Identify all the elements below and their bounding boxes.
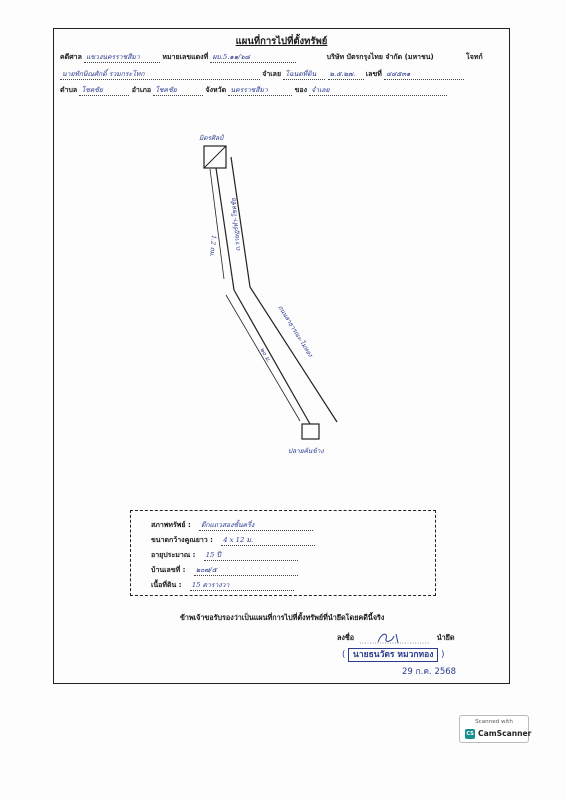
- land-area-value: 15 ตารางวา: [189, 579, 294, 591]
- property-age-row: อายุประมาณ : 15 ปี: [151, 549, 298, 561]
- property-type-label: สภาพทรัพย์ :: [151, 521, 191, 529]
- map-document-sheet: แผนที่การไปที่ตั้งทรัพย์ คดีศาล แขวงนครร…: [53, 28, 510, 684]
- house-number-label: บ้านเลขที่ :: [151, 566, 186, 574]
- map-road-1-label: ถ.ราษฎร์ทำ-โชคชัย: [229, 197, 242, 251]
- map-distance-1: 1.2 ถม.: [208, 235, 217, 257]
- document-title: แผนที่การไปที่ตั้งทรัพย์: [235, 36, 328, 47]
- header-row-2: นายทักษิณศักดิ์ รวมกระโทก จำเลย โฉนดที่ด…: [60, 68, 465, 80]
- company-name: บริษัท บัตรกรุงไทย จำกัด (มหาชน): [326, 53, 434, 61]
- signed-date: 29 ก.ค. 2568: [402, 667, 457, 677]
- court-value: แขวงนครราชสีมา: [84, 51, 161, 63]
- road-1-lines: [215, 156, 338, 425]
- property-size-label: ขนาดกว้างคูณยาว :: [151, 536, 213, 544]
- plaintiff-label: โจทก์: [465, 53, 483, 61]
- property-size-row: ขนาดกว้างคูณยาว : 4 x 12 ม.: [151, 534, 316, 546]
- defendant-value: นายทักษิณศักดิ์ รวมกระโทก: [60, 68, 260, 80]
- role-label: นำยึด: [436, 633, 455, 642]
- map-label-top: มิตรศิลป์: [199, 134, 225, 142]
- district-value: โชคชัย: [153, 84, 204, 96]
- province-value: นครราชสีมา: [228, 84, 293, 96]
- camscanner-badge: Scanned with CS CamScanner: [459, 715, 532, 743]
- land-area-label: เนื้อที่ดิน :: [151, 581, 182, 589]
- house-number-row: บ้านเลขที่ : ๒๐๗/๕: [151, 564, 298, 576]
- scanner-brand: CamScanner: [478, 729, 532, 738]
- property-details-box: สภาพทรัพย์ : ตึกแถวสองชั้นครึ่ง ขนาดกว้า…: [130, 510, 436, 596]
- signer-name: นายธนวัตร หมวกทอง: [348, 648, 439, 662]
- landmark-square-icon: [203, 145, 227, 169]
- owner-label: ของ: [294, 86, 308, 94]
- house-number-value: ๒๐๗/๕: [193, 564, 298, 576]
- court-label: คดีศาล: [60, 53, 82, 61]
- province-label: จังหวัด: [205, 86, 227, 94]
- location-map-drawing: มิตรศิลป์ ถ.ราษฎร์ทำ-โชคชัย ถนนสาธารณะ-ไ…: [199, 134, 338, 455]
- owner-value: จำเลย: [309, 84, 448, 96]
- property-type-value: ตึกแถวสองชั้นครึ่ง: [199, 519, 313, 531]
- subdistrict-value: โชคชัย: [79, 84, 130, 96]
- subdistrict-label: ตำบล: [60, 86, 78, 94]
- case-label: หมายเลขแดงที่: [162, 53, 209, 61]
- land-area-row: เนื้อที่ดิน : 15 ตารางวา: [151, 579, 294, 591]
- name-stamp: ( นายธนวัตร หมวกทอง ): [342, 648, 445, 662]
- property-size-value: 4 x 12 ม.: [221, 534, 316, 546]
- signature-row: ลงชื่อ นำยึด: [337, 630, 455, 646]
- header-row-3: ตำบล โชคชัย อำเภอ โชคชัย จังหวัด นครราชส…: [60, 84, 448, 96]
- camscanner-logo-icon: CS: [465, 729, 475, 739]
- deed-type-value: โฉนดที่ดิน: [283, 68, 326, 80]
- sign-label: ลงชื่อ: [337, 633, 355, 642]
- property-age-label: อายุประมาณ :: [151, 551, 196, 559]
- district-label: อำเภอ: [131, 86, 152, 94]
- map-road-2-label: ถนนสาธารณะ-ไมทอง: [276, 304, 315, 359]
- destination-square-icon: [301, 423, 320, 440]
- distance-markers: [209, 168, 301, 422]
- certification-text: ข้าพเจ้าขอรับรองว่าเป็นแผนที่การไปที่ตั้…: [180, 613, 385, 622]
- defendant-label: จำเลย: [262, 70, 282, 78]
- map-label-bottom: ปลายค้นข้าง: [288, 447, 324, 455]
- handwritten-signature: [360, 633, 431, 644]
- case-value: ผบ.5.๑๑/๖๘: [210, 51, 297, 63]
- scanner-caption: Scanned with: [475, 719, 513, 725]
- deed-number-label: เลขที่: [365, 70, 382, 78]
- deed-prefix-value: ๒.๕.๒๗.: [327, 68, 364, 80]
- header-row-1: คดีศาล แขวงนครราชสีมา หมายเลขแดงที่ ผบ.5…: [60, 51, 483, 63]
- deed-number-value: ๔๔๕๓๑: [384, 68, 465, 80]
- property-type-row: สภาพทรัพย์ : ตึกแถวสองชั้นครึ่ง: [151, 519, 313, 531]
- map-distance-2: ๒๐ ม.: [258, 347, 272, 364]
- property-age-value: 15 ปี: [203, 549, 298, 561]
